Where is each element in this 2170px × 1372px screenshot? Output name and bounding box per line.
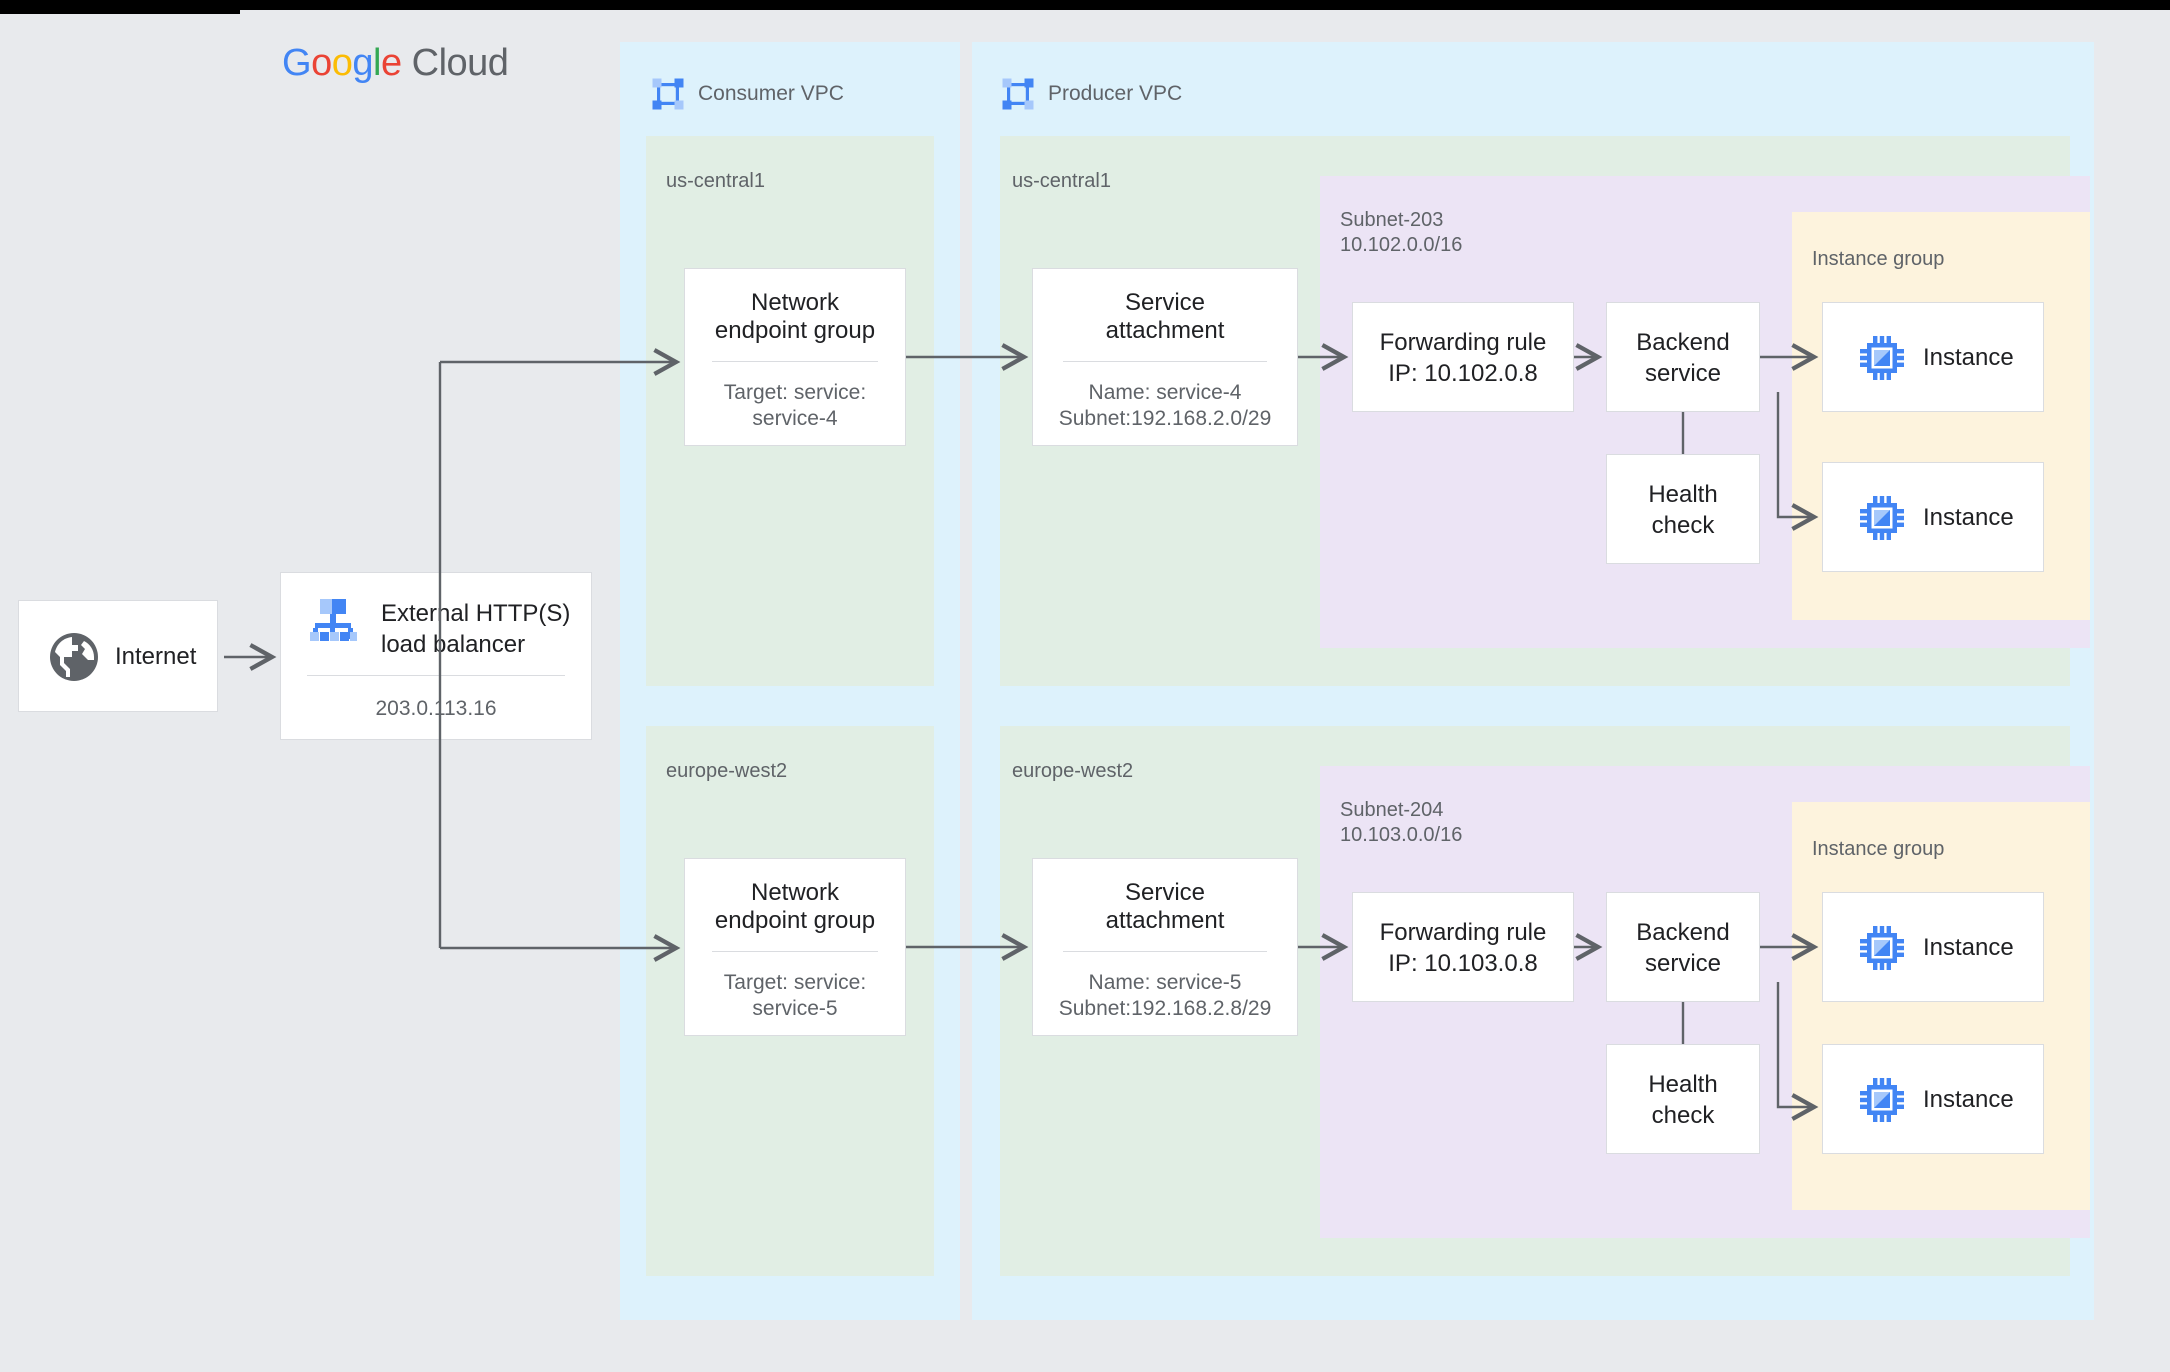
fr-line2: IP: 10.102.0.8 [1388, 360, 1538, 387]
subnet-203-label: Subnet-203 10.102.0.0/16 [1340, 208, 1462, 258]
instance-label: Instance [1923, 934, 2014, 961]
fr-line2: IP: 10.103.0.8 [1388, 950, 1538, 977]
sa-title-line2: attachment [1105, 317, 1225, 344]
load-balancer-title-line1: External HTTP(S) [381, 600, 571, 627]
consumer-region-us-central1-label: us-central1 [666, 170, 765, 192]
internet-label: Internet [115, 643, 197, 670]
bs-line1: Backend [1636, 919, 1730, 946]
sa-title-line2: attachment [1105, 907, 1225, 934]
forwarding-rule-204[interactable]: Forwarding rule IP: 10.103.0.8 [1352, 892, 1574, 1002]
load-balancer-ip: 203.0.113.16 [375, 697, 497, 720]
google-cloud-logo: Google Cloud [282, 42, 509, 85]
neg-title-line2: endpoint group [714, 907, 876, 934]
neg-sub-line1: Target: service: [723, 971, 867, 994]
instance-204-1[interactable]: Instance [1822, 892, 2044, 1002]
external-load-balancer-node[interactable]: External HTTP(S) load balancer 203.0.113… [280, 572, 592, 740]
logo-letter-l: l [372, 42, 381, 84]
consumer-region-europe-west2-label: europe-west2 [666, 760, 788, 782]
hc-line2: check [1651, 512, 1715, 539]
bs-line2: service [1644, 950, 1722, 977]
neg-divider [712, 361, 878, 362]
load-balancer-title-line2: load balancer [381, 631, 526, 658]
logo-letter-o2: o [331, 42, 353, 84]
bs-line1: Backend [1636, 329, 1730, 356]
neg-sub-line1: Target: service: [723, 381, 867, 404]
top-black-bar [0, 0, 2170, 10]
instance-group-203-label: Instance group [1812, 248, 1945, 270]
instance-chip-icon [1859, 335, 1905, 386]
neg-sub-line2: service-5 [752, 997, 838, 1020]
instance-203-2[interactable]: Instance [1822, 462, 2044, 572]
producer-vpc-title: Producer VPC [1048, 82, 1183, 105]
instance-chip-icon [1859, 1077, 1905, 1128]
sa-divider [1063, 951, 1267, 952]
top-black-bar-step [0, 0, 240, 14]
logo-word-cloud: Cloud [401, 42, 509, 84]
instance-label: Instance [1923, 1086, 2014, 1113]
fr-line1: Forwarding rule [1379, 919, 1547, 946]
neg-title-line1: Network [750, 289, 840, 316]
neg-sub-line2: service-4 [752, 407, 838, 430]
sa-sub-line1: Name: service-4 [1088, 381, 1242, 404]
bs-line2: service [1644, 360, 1722, 387]
hc-line1: Health [1648, 481, 1718, 508]
service-attachment-europe-west2[interactable]: Service attachment Name: service-5 Subne… [1032, 858, 1298, 1036]
instance-label: Instance [1923, 504, 2014, 531]
globe-icon [47, 630, 101, 689]
consumer-neg-us-central1[interactable]: Network endpoint group Target: service: … [684, 268, 906, 446]
subnet-204-cidr: 10.103.0.0/16 [1340, 824, 1463, 846]
sa-sub-line2: Subnet:192.168.2.8/29 [1058, 997, 1272, 1020]
fr-line1: Forwarding rule [1379, 329, 1547, 356]
instance-203-1[interactable]: Instance [1822, 302, 2044, 412]
instance-chip-icon [1859, 925, 1905, 976]
producer-region-europe-west2-label: europe-west2 [1012, 760, 1134, 782]
instance-204-2[interactable]: Instance [1822, 1044, 2044, 1154]
instance-label: Instance [1923, 344, 2014, 371]
subnet-203-cidr: 10.102.0.0/16 [1340, 234, 1463, 256]
vpc-icon [650, 76, 686, 117]
hc-line1: Health [1648, 1071, 1718, 1098]
subnet-204-label: Subnet-204 10.103.0.0/16 [1340, 798, 1462, 848]
internet-node[interactable]: Internet [18, 600, 218, 712]
logo-letter-o1: o [311, 42, 332, 84]
hc-line2: check [1651, 1102, 1715, 1129]
subnet-203-name: Subnet-203 [1340, 209, 1444, 231]
backend-service-204[interactable]: Backend service [1606, 892, 1760, 1002]
neg-title-line1: Network [750, 879, 840, 906]
load-balancer-icon [307, 595, 359, 652]
producer-region-us-central1-label: us-central1 [1012, 170, 1111, 192]
instance-chip-icon [1859, 495, 1905, 546]
sa-title-line1: Service [1124, 289, 1206, 316]
instance-group-204-label: Instance group [1812, 838, 1945, 860]
health-check-204[interactable]: Health check [1606, 1044, 1760, 1154]
sa-sub-line2: Subnet:192.168.2.0/29 [1058, 407, 1272, 430]
load-balancer-divider [307, 675, 565, 676]
logo-letter-e: e [380, 42, 402, 84]
neg-divider [712, 951, 878, 952]
subnet-204-name: Subnet-204 [1340, 799, 1444, 821]
consumer-vpc-title: Consumer VPC [698, 82, 844, 105]
logo-letter-g: G [282, 42, 312, 84]
logo-letter-g2: g [352, 42, 373, 84]
sa-sub-line1: Name: service-5 [1088, 971, 1242, 994]
consumer-neg-europe-west2[interactable]: Network endpoint group Target: service: … [684, 858, 906, 1036]
sa-divider [1063, 361, 1267, 362]
backend-service-203[interactable]: Backend service [1606, 302, 1760, 412]
vpc-icon [1000, 76, 1036, 117]
neg-title-line2: endpoint group [714, 317, 876, 344]
forwarding-rule-203[interactable]: Forwarding rule IP: 10.102.0.8 [1352, 302, 1574, 412]
service-attachment-us-central1[interactable]: Service attachment Name: service-4 Subne… [1032, 268, 1298, 446]
sa-title-line1: Service [1124, 879, 1206, 906]
health-check-203[interactable]: Health check [1606, 454, 1760, 564]
